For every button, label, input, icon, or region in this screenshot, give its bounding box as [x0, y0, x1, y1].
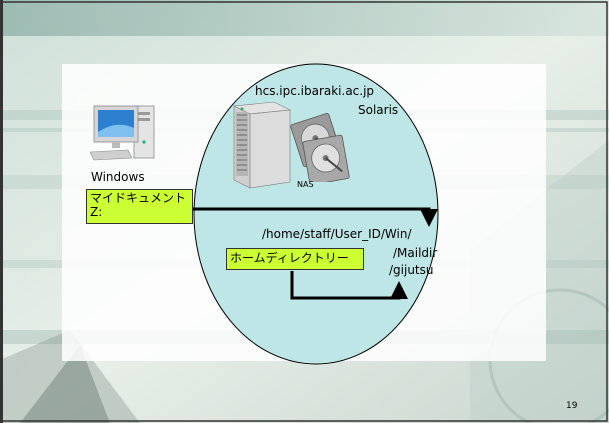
drive-letter-label: Z: [90, 205, 103, 219]
my-documents-label: マイドキュメント [90, 191, 187, 205]
nas-label: NAS [297, 180, 314, 189]
windows-label: Windows [91, 170, 145, 184]
win-path-label: /home/staff/User_ID/Win/ [262, 227, 412, 241]
maildir-path-label: /Maildir [393, 246, 438, 260]
home-directory-label: ホームディレクトリー [230, 251, 349, 265]
page-number: 19 [566, 401, 578, 411]
server-hostname: hcs.ipc.ibaraki.ac.jp [255, 84, 375, 98]
homedir-to-path-arrow [290, 271, 408, 300]
server-os-label: Solaris [358, 103, 399, 117]
windows-pc-icon [90, 105, 155, 161]
my-documents-box: マイドキュメント Z: [86, 189, 193, 224]
home-directory-box: ホームディレクトリー [226, 248, 364, 270]
gijutsu-path-label: /gijutsu [389, 263, 434, 277]
mydocs-to-win-arrow [191, 207, 438, 227]
hard-disk-icon [290, 113, 350, 182]
server-icon [232, 101, 292, 189]
